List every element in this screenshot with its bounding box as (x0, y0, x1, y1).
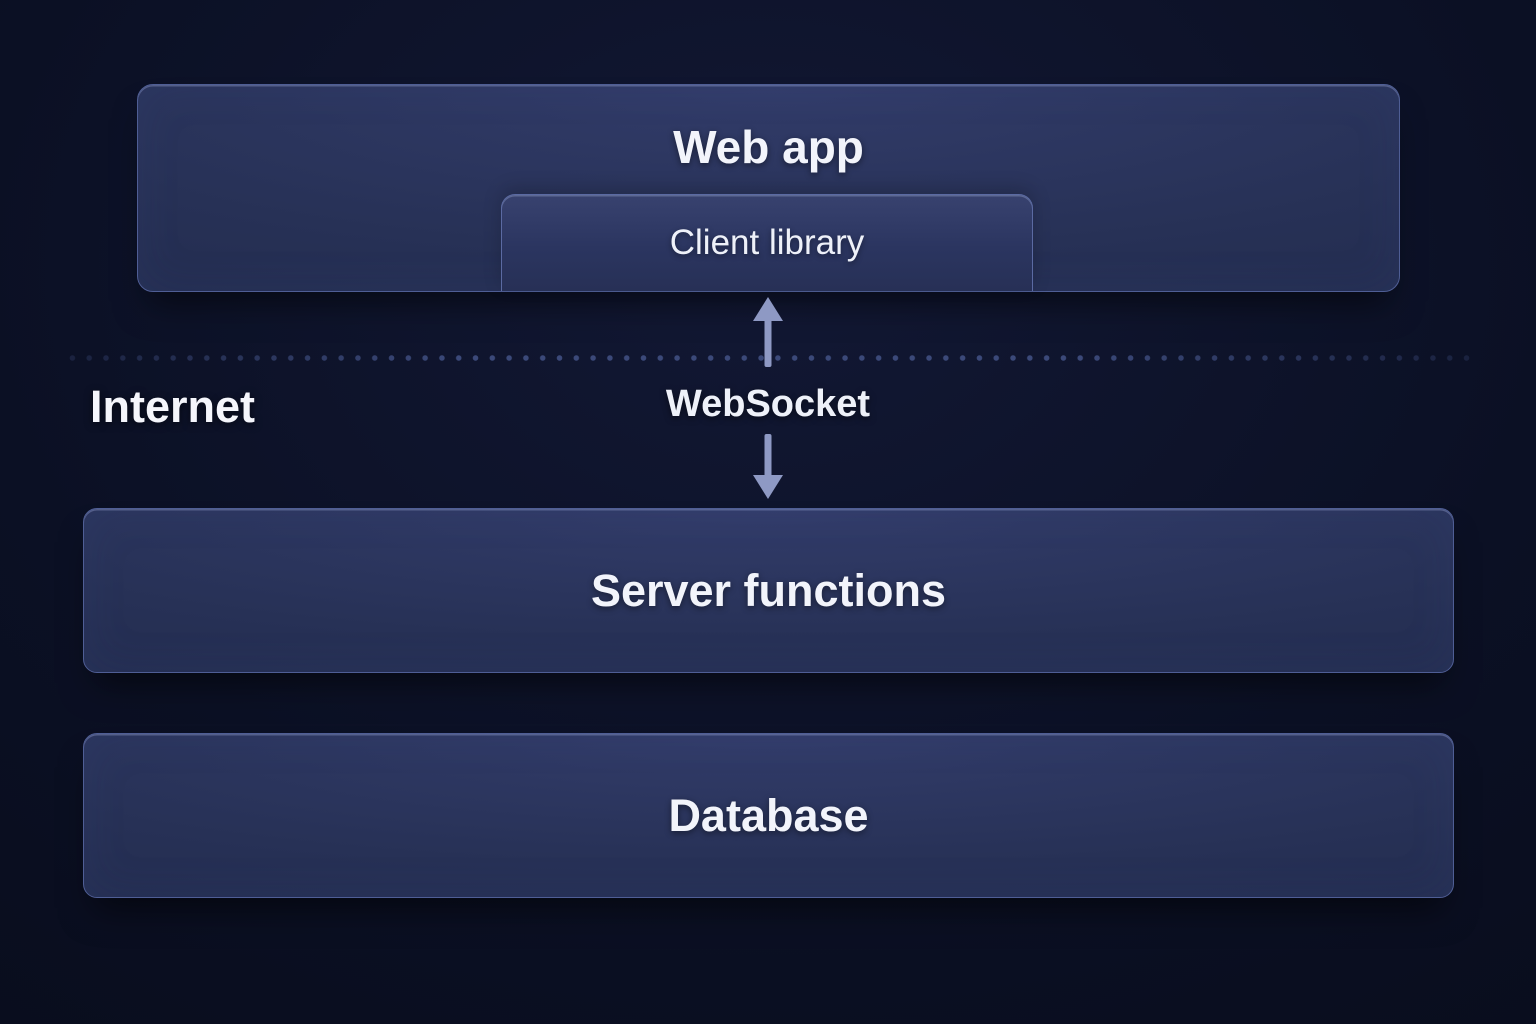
arrow-down-icon (746, 434, 790, 500)
client-library-box: Client library (501, 194, 1033, 291)
client-library-label: Client library (669, 223, 865, 262)
web-app-box: Web app Client library (137, 84, 1400, 292)
database-box: Database (83, 733, 1454, 898)
server-functions-box: Server functions (83, 508, 1454, 673)
database-label: Database (668, 789, 869, 841)
web-app-label: Web app (673, 121, 864, 173)
server-functions-label: Server functions (590, 564, 947, 616)
arrow-up-icon (746, 296, 790, 368)
websocket-label: WebSocket (665, 383, 871, 425)
internet-label: Internet (90, 381, 256, 432)
